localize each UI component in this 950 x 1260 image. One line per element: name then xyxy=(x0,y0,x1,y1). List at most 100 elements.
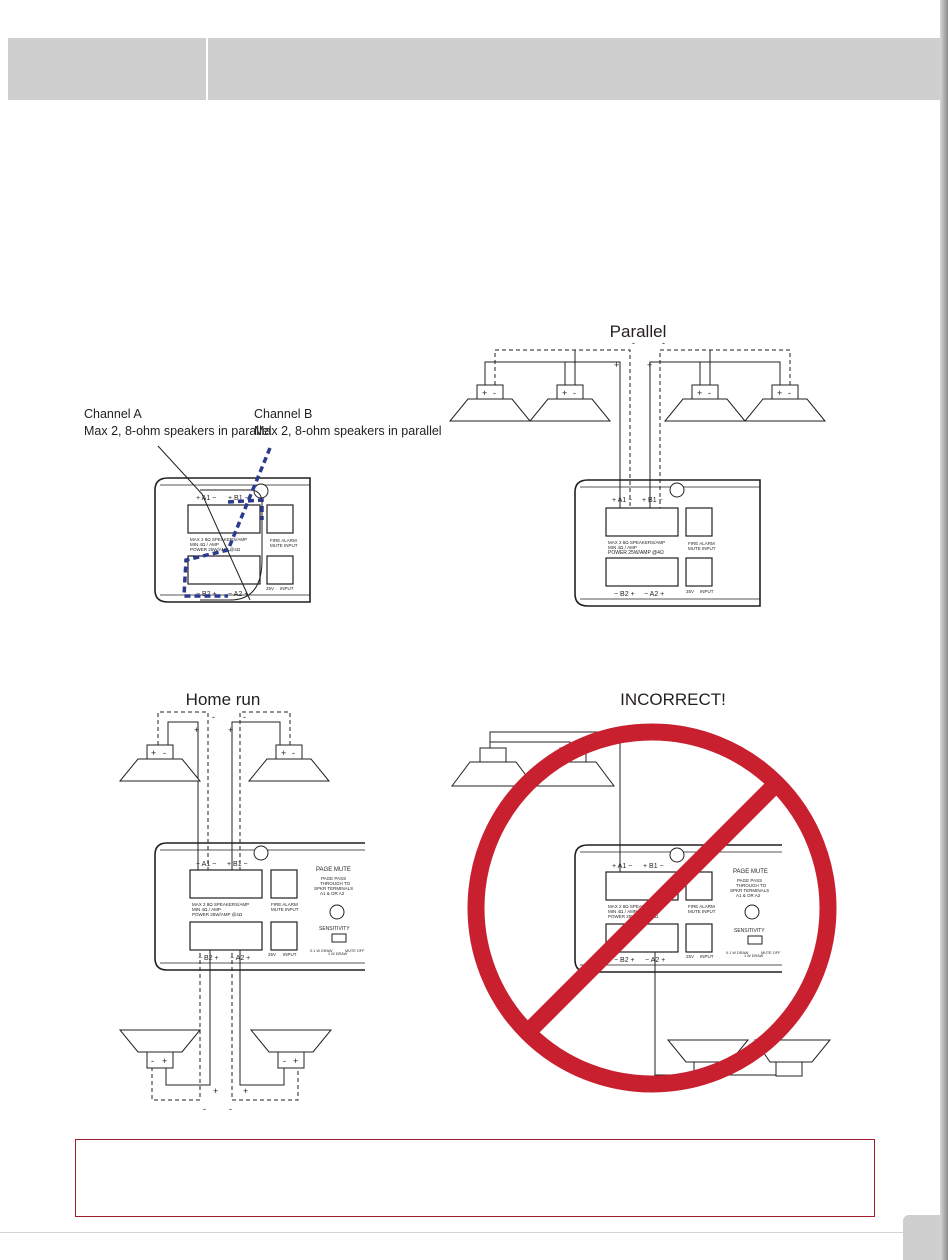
amp-panel-1: + A1 − + B1 − MAX 2 8Ω SPEAKERS/AMP MIN … xyxy=(154,477,311,603)
home-run-speakers xyxy=(118,744,333,1069)
p3-page-mute: PAGE MUTE xyxy=(316,867,351,873)
p2-a1: + A1 − xyxy=(612,497,632,504)
p2-25v: 25V xyxy=(686,589,694,594)
speaker-icon xyxy=(743,384,827,422)
p4-a2: − A2 + xyxy=(645,957,665,964)
header-table xyxy=(8,38,940,100)
p3-max2: MIN 4Ω / AMP xyxy=(192,907,221,912)
speaker-icon xyxy=(528,384,612,422)
channel-a-highlight xyxy=(157,445,263,601)
p3-fire1: FIRE ALARM xyxy=(271,902,298,907)
caption-incorrect: INCORRECT! xyxy=(620,690,726,709)
p2-max2: MIN 4Ω / AMP xyxy=(608,545,637,550)
pol-plus: + xyxy=(647,360,652,370)
speaker-icon xyxy=(249,1029,333,1069)
p4-b2: − B2 + xyxy=(614,957,635,964)
home-run-wiring xyxy=(151,711,299,1101)
p1-b1: + B1 − xyxy=(228,495,249,502)
p3-pp4: A1 & OR A2 xyxy=(320,891,345,896)
speaker-icon xyxy=(247,744,331,782)
amp-panel-3: + A1 − + B1 − MAX 2 8Ω SPEAKERS/AMP MIN … xyxy=(154,842,365,971)
p3-pp2: THROUGH TO xyxy=(320,881,351,886)
p1-max2: MIN 4Ω / AMP xyxy=(190,542,219,547)
p4-pp3: SPKR TERMINALS xyxy=(730,888,769,893)
pol-plus: + xyxy=(777,388,782,398)
p3-sw1: 0.1 W DRAW xyxy=(310,949,333,953)
pol-minus: - xyxy=(151,1056,154,1066)
p1-fire1: FIRE ALARM xyxy=(270,538,297,543)
speaker-icon xyxy=(663,384,747,422)
p3-fire2: MUTE INPUT xyxy=(271,907,299,912)
channel-b-highlight xyxy=(182,447,272,598)
p1-a2: − A2 + xyxy=(228,591,248,598)
p4-sw1: 0.1 W DRAW xyxy=(726,951,749,955)
p4-pp4: A1 & OR A2 xyxy=(736,893,761,898)
p3-pp1: PAGE PASS xyxy=(321,876,346,881)
p4-a1: + A1 − xyxy=(612,863,632,870)
caption-parallel: Parallel xyxy=(609,322,667,341)
header-divider xyxy=(206,38,208,100)
pol-plus: + xyxy=(697,388,702,398)
pol-plus: + xyxy=(162,1056,167,1066)
p3-b1: + B1 − xyxy=(227,861,248,868)
p2-b2: − B2 + xyxy=(614,591,635,598)
pol-minus: - xyxy=(212,712,215,722)
speaker-icon xyxy=(448,384,532,422)
channel-b-label: Channel B Max 2, 8-ohm speakers in paral… xyxy=(254,406,442,440)
pol-minus: - xyxy=(163,748,166,758)
p4-pp2: THROUGH TO xyxy=(736,883,767,888)
p4-fire1: FIRE ALARM xyxy=(688,904,715,909)
parallel-speakers xyxy=(448,384,827,422)
p3-b2: − B2 + xyxy=(198,955,219,962)
p2-b1: + B1 − xyxy=(642,497,663,504)
pol-plus: + xyxy=(482,388,487,398)
p1-max1: MAX 2 8Ω SPEAKERS/AMP xyxy=(190,537,247,542)
p4-pp1: PAGE PASS xyxy=(737,878,762,883)
p4-page-mute: PAGE MUTE xyxy=(733,869,768,875)
p4-fire2: MUTE INPUT xyxy=(688,909,716,914)
pol-plus: + xyxy=(243,1086,248,1096)
pol-plus: + xyxy=(562,388,567,398)
header-left-cell xyxy=(8,38,206,100)
channel-b-desc: Max 2, 8-ohm speakers in parallel xyxy=(254,424,442,438)
pol-minus: - xyxy=(573,388,576,398)
pol-minus: - xyxy=(243,712,246,722)
p1-fire2: MUTE INPUT xyxy=(270,543,298,548)
p2-fire2: MUTE INPUT xyxy=(688,546,716,551)
p3-pp3: SPKR TERMINALS xyxy=(314,886,353,891)
speaker-icon xyxy=(451,747,535,787)
amp-panel-2: + A1 − + B1 − MAX 2 8Ω SPEAKERS/AMP MIN … xyxy=(574,479,761,607)
pol-minus: - xyxy=(493,388,496,398)
pol-plus: + xyxy=(228,725,233,735)
pol-plus: + xyxy=(293,1056,298,1066)
p2-input: INPUT xyxy=(700,589,714,594)
pol-minus: - xyxy=(292,748,295,758)
p3-input: INPUT xyxy=(283,952,297,957)
p1-input: INPUT xyxy=(280,586,294,591)
pol-plus: + xyxy=(614,360,619,370)
pol-plus: + xyxy=(281,748,286,758)
pol-plus: + xyxy=(213,1086,218,1096)
pol-minus: - xyxy=(632,338,635,348)
parallel-polarity-labels: +- +- +- +- +- +- xyxy=(482,338,791,398)
p4-sw2: 1 W DRAW xyxy=(744,954,764,958)
channel-a-desc: Max 2, 8-ohm speakers in parallel xyxy=(84,424,272,438)
caption-home-run: Home run xyxy=(185,690,261,709)
p3-max1: MAX 2 8Ω SPEAKERS/AMP xyxy=(192,902,249,907)
speaker-icon xyxy=(118,744,202,782)
p2-a2: − A2 + xyxy=(644,591,664,598)
p4-b1: + B1 − xyxy=(643,863,664,870)
pol-plus: + xyxy=(194,725,199,735)
p2-fire1: FIRE ALARM xyxy=(688,541,715,546)
home-run-polarity-labels: +- +- -+ -+ +- +- +- +- xyxy=(151,712,298,1114)
footer-rule xyxy=(0,1232,940,1233)
pol-minus: - xyxy=(203,1104,206,1114)
p3-sw3: MUTE OFF xyxy=(345,949,365,953)
pol-minus: - xyxy=(229,1104,232,1114)
p3-sw2: 1 W DRAW xyxy=(328,952,348,956)
p4-input: INPUT xyxy=(700,954,714,959)
p4-max2: MIN 4Ω / AMP xyxy=(608,909,637,914)
pol-plus: + xyxy=(151,748,156,758)
